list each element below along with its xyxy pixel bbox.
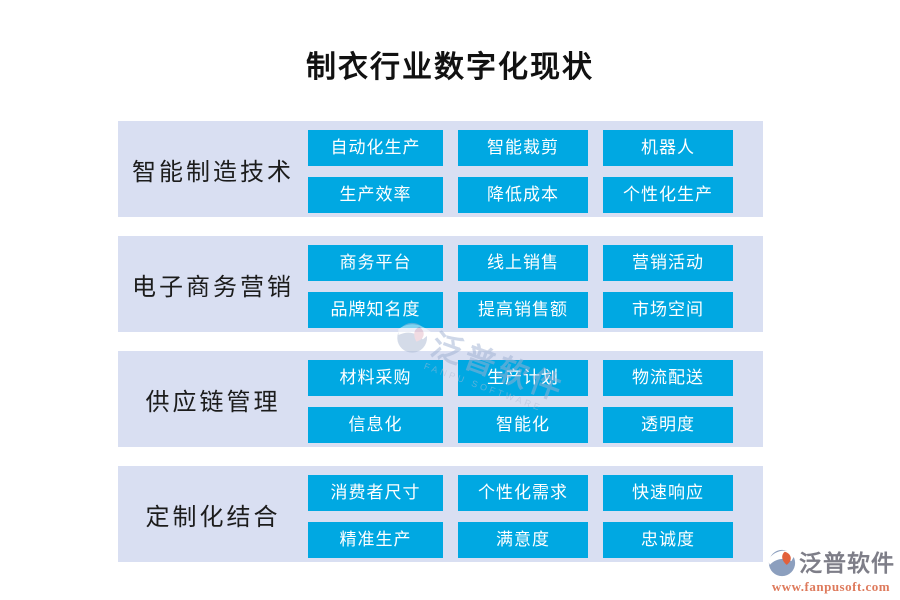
tag: 智能裁剪 [458,130,588,166]
category-row-smart-manufacturing: 智能制造技术 自动化生产 智能裁剪 机器人 生产效率 降低成本 个性化生产 [118,121,763,217]
tag: 忠诚度 [603,522,733,558]
tag: 营销活动 [603,245,733,281]
tag: 消费者尺寸 [308,475,443,511]
tag: 物流配送 [603,360,733,396]
category-label: 智能制造技术 [132,159,294,186]
tag: 降低成本 [458,177,588,213]
fanpu-brand: 泛普软件 www.fanpusoft.com [767,548,895,595]
tag: 线上销售 [458,245,588,281]
tag: 透明度 [603,407,733,443]
tag: 满意度 [458,522,588,558]
tag: 自动化生产 [308,130,443,166]
tag: 快速响应 [603,475,733,511]
tag: 精准生产 [308,522,443,558]
tag-grid: 自动化生产 智能裁剪 机器人 生产效率 降低成本 个性化生产 [308,130,733,213]
page-title: 制衣行业数字化现状 [306,51,594,84]
tag: 个性化需求 [458,475,588,511]
tag: 生产效率 [308,177,443,213]
tag: 信息化 [308,407,443,443]
category-row-ecommerce-marketing: 电子商务营销 商务平台 线上销售 营销活动 品牌知名度 提高销售额 市场空间 [118,236,763,332]
tag: 智能化 [458,407,588,443]
tag: 品牌知名度 [308,292,443,328]
tag: 生产计划 [458,360,588,396]
tag-grid: 材料采购 生产计划 物流配送 信息化 智能化 透明度 [308,360,733,443]
tag-grid: 商务平台 线上销售 营销活动 品牌知名度 提高销售额 市场空间 [308,245,733,328]
brand-name: 泛普软件 [799,550,895,576]
tag: 机器人 [603,130,733,166]
tag: 提高销售额 [458,292,588,328]
tag: 个性化生产 [603,177,733,213]
category-label: 电子商务营销 [132,274,294,301]
category-label: 供应链管理 [145,389,281,416]
tag-grid: 消费者尺寸 个性化需求 快速响应 精准生产 满意度 忠诚度 [308,475,733,558]
fanpu-logo-icon [767,549,797,577]
tag: 市场空间 [603,292,733,328]
category-label: 定制化结合 [145,504,281,531]
category-row-supply-chain: 供应链管理 材料采购 生产计划 物流配送 信息化 智能化 透明度 [118,351,763,447]
category-row-customization: 定制化结合 消费者尺寸 个性化需求 快速响应 精准生产 满意度 忠诚度 [118,466,763,562]
tag: 材料采购 [308,360,443,396]
tag: 商务平台 [308,245,443,281]
brand-url: www.fanpusoft.com [771,579,891,594]
